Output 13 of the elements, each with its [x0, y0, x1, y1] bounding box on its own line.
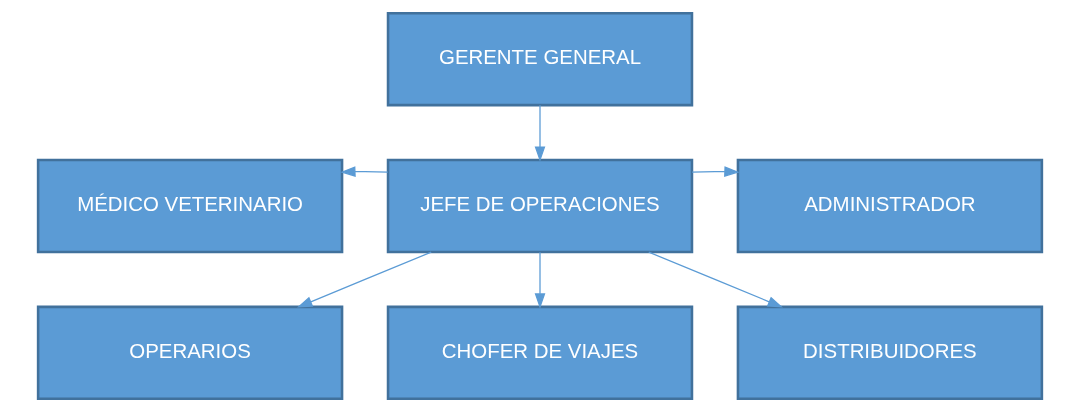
arrow [297, 251, 432, 308]
arrow [534, 251, 546, 309]
node-box: JEFE DE OPERACIONES [386, 158, 694, 254]
arrow [648, 251, 783, 308]
node-box: DISTRIBUIDORES [736, 305, 1044, 401]
node-box: CHOFER DE VIAJES [386, 305, 694, 401]
arrow [534, 104, 546, 162]
arrow [691, 166, 740, 177]
node-box: GERENTE GENERAL [386, 11, 694, 107]
node-box: MÉDICO VETERINARIO [36, 158, 344, 254]
arrow [340, 166, 389, 177]
node-box: OPERARIOS [36, 305, 344, 401]
node-box: ADMINISTRADOR [736, 158, 1044, 254]
